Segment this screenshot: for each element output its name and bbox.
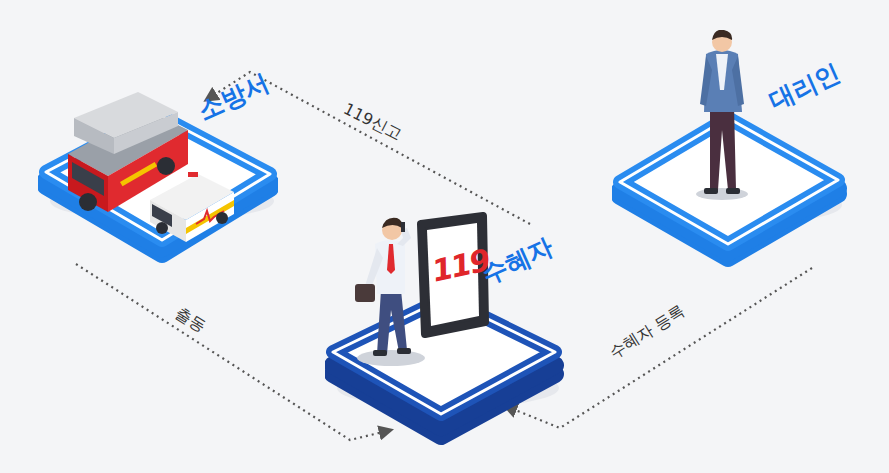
node-label: 수혜자 [477,230,559,291]
node-label: 대리인 [764,56,846,117]
platform-tile [38,92,278,270]
platform-node: 수혜자 [325,210,565,458]
agent-illustration [696,30,748,200]
edge-label: 119신고 [335,96,408,149]
edge-label: 수혜자 등록 [602,298,693,367]
platform-node: 소방서 [38,92,278,270]
edge-label: 출동 [167,300,213,341]
node-label: 소방서 [193,66,275,127]
caller-illustration [355,216,485,366]
platform-node: 대리인 [612,30,848,272]
